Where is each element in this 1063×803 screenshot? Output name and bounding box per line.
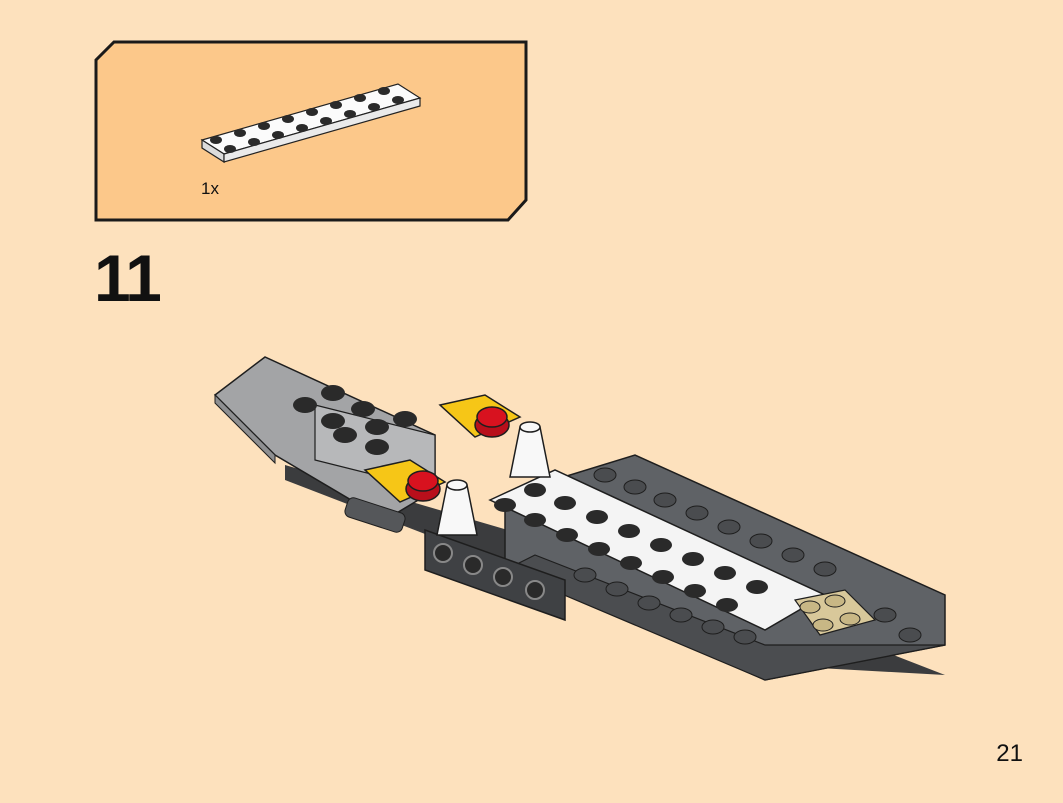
ship-model-illustration <box>213 356 946 681</box>
white-plate-2x8-icon <box>200 83 422 164</box>
step-number: 11 <box>94 241 162 315</box>
callout-frame <box>94 40 528 222</box>
part-quantity-label: 1x <box>201 179 219 198</box>
page-number: 21 <box>996 740 1023 767</box>
parts-callout: 1x <box>94 40 528 222</box>
